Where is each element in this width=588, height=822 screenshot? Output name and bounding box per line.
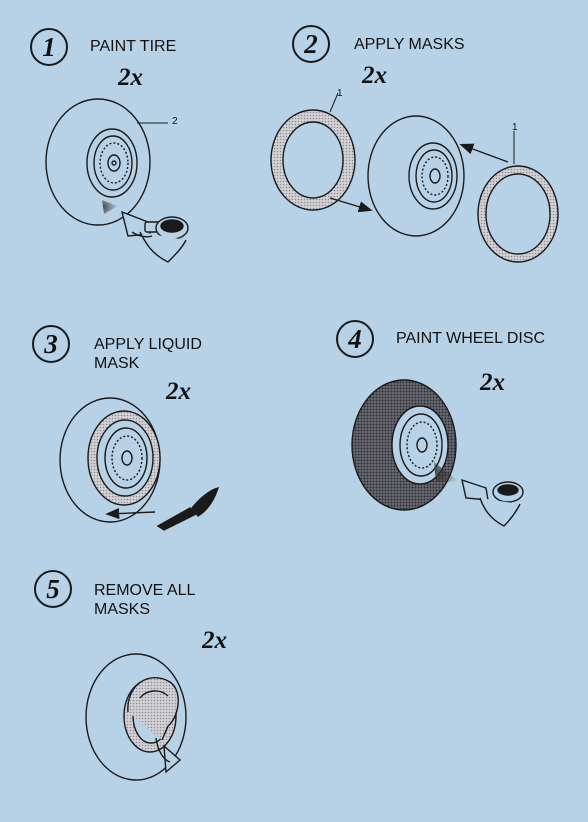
step-4-multiplier: 2x bbox=[480, 369, 505, 396]
airbrush-icon bbox=[434, 462, 524, 527]
step-2-wheel-illustration bbox=[367, 115, 465, 237]
step-5-multiplier: 2x bbox=[202, 627, 227, 654]
step-1-multiplier: 2x bbox=[118, 64, 143, 91]
arrow-icon bbox=[105, 507, 156, 520]
step-5-wheel-illustration bbox=[85, 653, 187, 781]
step-4-number: 4 bbox=[336, 320, 374, 358]
step-1-callout: 2 bbox=[172, 116, 178, 127]
step-5-title-line2: MASKS bbox=[94, 601, 151, 618]
step-2-mask-right bbox=[477, 131, 559, 263]
step-4-title: PAINT WHEEL DISC bbox=[396, 330, 546, 347]
step-3-title-line1: APPLY LIQUID bbox=[94, 336, 202, 353]
step-3-title-line2: MASK bbox=[94, 355, 140, 372]
step-2-multiplier: 2x bbox=[362, 62, 387, 89]
step-3-number: 3 bbox=[32, 325, 70, 363]
arrow-icon bbox=[163, 744, 182, 774]
arrow-icon bbox=[459, 143, 509, 163]
paintbrush-icon bbox=[156, 487, 220, 531]
step-2-callout-right: 1 bbox=[512, 122, 518, 133]
step-2-callout-left: 1 bbox=[337, 88, 343, 99]
step-1-wheel-illustration bbox=[45, 98, 168, 226]
hand-icon bbox=[479, 497, 521, 527]
airbrush-icon bbox=[102, 200, 189, 263]
step-5-title-line1: REMOVE ALL bbox=[94, 582, 196, 599]
step-4-wheel-illustration bbox=[351, 379, 457, 511]
step-3-multiplier: 2x bbox=[166, 378, 191, 405]
step-3-wheel-illustration bbox=[59, 397, 161, 523]
step-2-number: 2 bbox=[292, 25, 330, 63]
step-2-mask-left bbox=[270, 92, 356, 211]
step-5-number: 5 bbox=[34, 570, 72, 608]
step-1-number: 1 bbox=[30, 28, 68, 66]
arrow-icon bbox=[329, 197, 373, 213]
step-2-title: APPLY MASKS bbox=[354, 36, 465, 53]
step-1-title: PAINT TIRE bbox=[90, 38, 177, 55]
